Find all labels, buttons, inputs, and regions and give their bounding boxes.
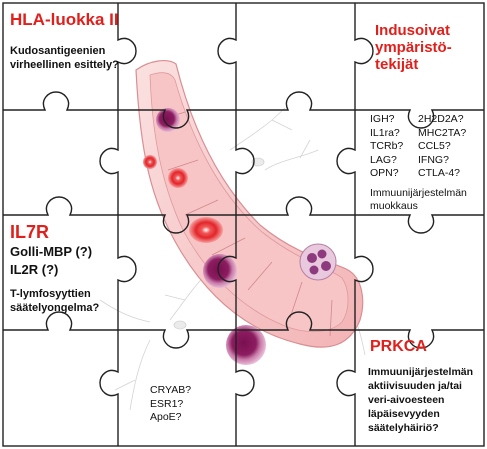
- env-title-line-2: ympäristö-: [375, 39, 452, 56]
- bottom-genes: CRYAB? ESR1? ApoE?: [150, 384, 191, 425]
- gene-label: MHC2TA?: [418, 126, 467, 139]
- prkca-desc-line-4: läpäisevyyden: [368, 408, 440, 420]
- gene-label: ESR1?: [150, 397, 184, 410]
- gene-label: TCRb?: [370, 140, 404, 152]
- il7r-sub-line-1: Golli-MBP (?): [10, 244, 93, 259]
- env-genes-right: 2H2D2A? MHC2TA? CCL5? IFNG? CTLA-4?: [418, 113, 466, 181]
- gene-label: LAG?: [370, 153, 397, 166]
- gene-label: IGH?: [370, 113, 395, 125]
- gene-label: CRYAB?: [150, 384, 192, 396]
- gene-label: IL1ra?: [370, 126, 400, 139]
- hla-title: HLA-luokka II: [10, 10, 119, 29]
- prkca-desc-line-1: Immuunijärjestelmän: [368, 366, 474, 378]
- vessel-lumen: [149, 72, 349, 332]
- monocyte-cell: [299, 243, 337, 281]
- gene-label: 2H2D2A?: [418, 113, 464, 125]
- prkca-desc-line-2: aktiivisuuden ja/tai: [368, 380, 462, 392]
- env-title-line-1: Indusoivat: [375, 22, 451, 39]
- gene-label: IFNG?: [418, 153, 449, 166]
- il7r-title: IL7R: [10, 222, 50, 242]
- gene-label: CTLA-4?: [418, 167, 461, 179]
- gene-label: ApoE?: [150, 411, 182, 423]
- gene-label: CCL5?: [418, 140, 451, 152]
- hla-desc-line-1: Kudosantigeenien: [10, 45, 106, 57]
- env-genes-left: IGH? IL1ra? TCRb? LAG? OPN?: [370, 113, 403, 181]
- env-note-line-1: Immuunijärjestelmän: [370, 187, 467, 199]
- hla-desc-line-2: virheellinen esittely?: [10, 59, 119, 71]
- il7r-desc-line-2: säätelyongelma?: [10, 302, 100, 314]
- env-title-line-3: tekijät: [375, 56, 419, 73]
- prkca-desc-line-5: säätelyhäiriö?: [368, 422, 439, 434]
- prkca-title: PRKCA: [370, 338, 427, 355]
- prkca-desc-line-3: veri-aivoesteen: [368, 394, 445, 406]
- red-blood-cells: [143, 155, 223, 243]
- il7r-sub-line-2: IL2R (?): [10, 262, 59, 277]
- env-note-line-2: muokkaus: [370, 200, 418, 212]
- gene-label: OPN?: [370, 167, 399, 179]
- il7r-desc-line-1: T-lymfosyyttien: [10, 288, 91, 300]
